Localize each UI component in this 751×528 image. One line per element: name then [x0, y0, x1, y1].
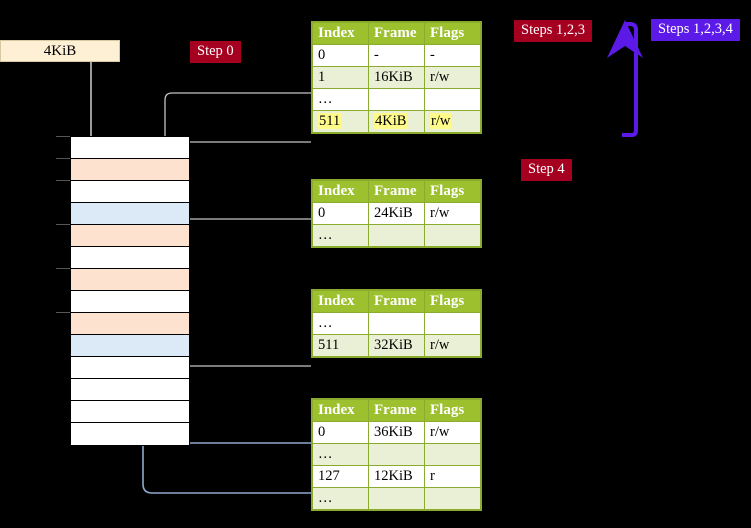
column-header-index: Index — [312, 180, 369, 203]
cell-index: 1 — [312, 66, 369, 89]
memory-frame-row — [71, 137, 189, 159]
memory-frame-row — [71, 357, 189, 379]
cell-flags: r/w — [424, 334, 481, 357]
column-header-frame: Frame — [368, 399, 425, 422]
table-row: … — [312, 224, 481, 247]
violet-bracket-arrow — [607, 20, 643, 137]
cell-index: … — [312, 88, 369, 111]
wire-t2-row0-to-memory — [171, 218, 311, 279]
physical-memory-column — [70, 136, 190, 446]
memory-tick — [56, 180, 70, 181]
table-row: … — [312, 88, 481, 111]
cell-index: … — [312, 443, 369, 466]
wire-t1-row511-to-memory — [177, 141, 311, 158]
cell-frame — [368, 224, 425, 247]
cell-flags — [424, 88, 481, 111]
wire-t3-row511-to-memory — [170, 306, 311, 367]
column-header-frame: Frame — [368, 22, 425, 45]
cell-frame: 32KiB — [368, 334, 425, 357]
column-header-index: Index — [312, 290, 369, 313]
memory-frame-row — [71, 159, 189, 181]
column-header-index: Index — [312, 22, 369, 45]
memory-frame-row — [71, 401, 189, 423]
cell-flags — [424, 224, 481, 247]
cell-index: 511 — [312, 110, 369, 133]
cell-index: 127 — [312, 465, 369, 488]
cell-frame: 36KiB — [368, 421, 425, 444]
column-header-index: Index — [312, 399, 369, 422]
cell-flags: r/w — [424, 421, 481, 444]
column-header-flags: Flags — [424, 180, 481, 203]
memory-tick — [56, 224, 70, 225]
badge-steps-123: Steps 1,2,3 — [514, 20, 593, 42]
cell-index: … — [312, 312, 369, 335]
cell-index: … — [312, 224, 369, 247]
cell-frame: 12KiB — [368, 465, 425, 488]
memory-frame-row — [71, 225, 189, 247]
cell-flags: r — [424, 465, 481, 488]
memory-tick — [56, 158, 70, 159]
column-header-frame: Frame — [368, 290, 425, 313]
cell-flags: r/w — [424, 66, 481, 89]
memory-frame-row — [71, 313, 189, 335]
badge-step-4: Step 4 — [521, 159, 572, 181]
memory-frame-row — [71, 423, 189, 445]
memory-tick — [56, 136, 70, 137]
memory-tick — [56, 268, 70, 269]
cell-flags — [424, 312, 481, 335]
column-header-flags: Flags — [424, 290, 481, 313]
cell-flags — [424, 487, 481, 510]
table-row: … — [312, 312, 481, 335]
wire-t1-row1-to-memory — [164, 92, 311, 234]
cell-frame — [368, 88, 425, 111]
badge-step-0: Step 0 — [190, 41, 241, 63]
memory-frame-row — [71, 379, 189, 401]
wire-t4-row127-to-memory — [131, 199, 311, 494]
cell-frame: 16KiB — [368, 66, 425, 89]
cell-index: 0 — [312, 44, 369, 67]
memory-frame-row — [71, 203, 189, 225]
memory-frame-row — [71, 181, 189, 203]
table-row: 0-- — [312, 44, 481, 67]
memory-frame-row — [71, 269, 189, 291]
frame-size-label: 4KiB — [0, 40, 120, 62]
table-row: … — [312, 443, 481, 466]
cell-index: 0 — [312, 421, 369, 444]
cell-frame — [368, 487, 425, 510]
cell-frame: 4KiB — [368, 110, 425, 133]
cell-frame: - — [368, 44, 425, 67]
cell-flags: r/w — [424, 202, 481, 225]
column-header-frame: Frame — [368, 180, 425, 203]
memory-frame-row — [71, 247, 189, 269]
cell-index: 0 — [312, 202, 369, 225]
memory-tick — [56, 312, 70, 313]
cell-frame — [368, 443, 425, 466]
table-row: … — [312, 487, 481, 510]
cell-index: 511 — [312, 334, 369, 357]
cell-flags: - — [424, 44, 481, 67]
cell-frame: 24KiB — [368, 202, 425, 225]
column-header-flags: Flags — [424, 22, 481, 45]
memory-frame-row — [71, 335, 189, 357]
cell-flags: r/w — [424, 110, 481, 133]
column-header-flags: Flags — [424, 399, 481, 422]
frame-size-text: 4KiB — [43, 42, 77, 59]
cell-flags — [424, 443, 481, 466]
memory-frame-row — [71, 291, 189, 313]
cell-index: … — [312, 487, 369, 510]
cell-frame — [368, 312, 425, 335]
badge-steps-1234: Steps 1,2,3,4 — [651, 19, 740, 41]
